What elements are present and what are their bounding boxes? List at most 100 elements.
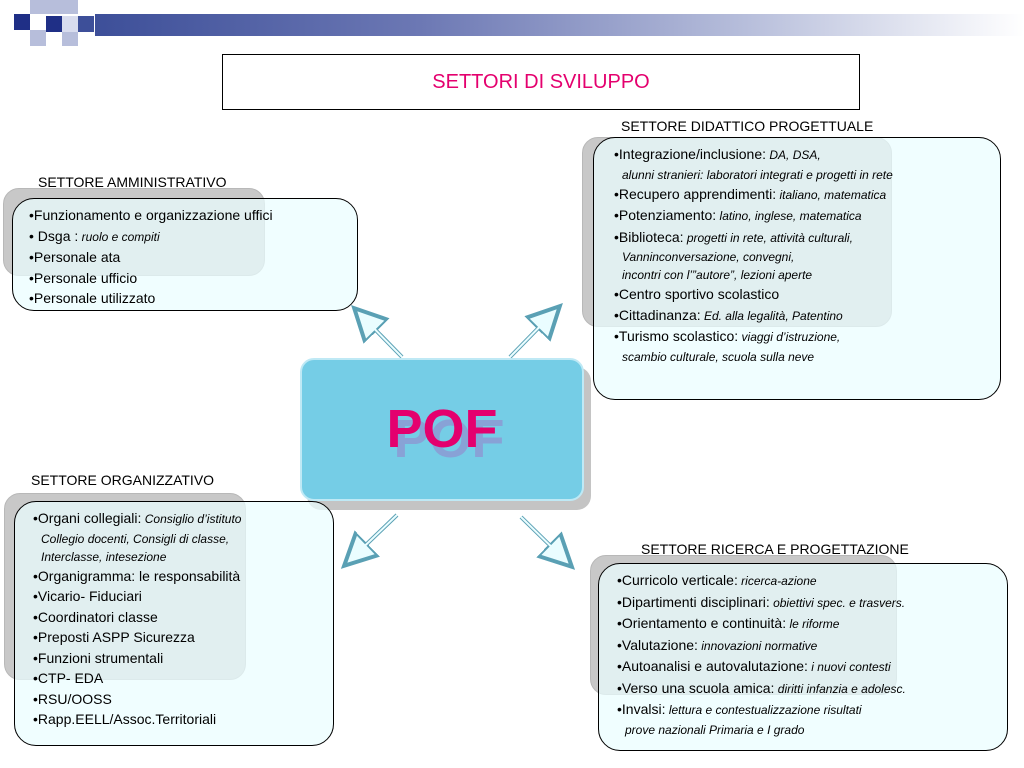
list-item: •Organi collegiali: Consiglio d’istituto <box>33 508 333 530</box>
list-item: •Curricolo verticale: ricerca-azione <box>617 570 1007 592</box>
deco-square <box>30 30 46 46</box>
heading-organizzativo: SETTORE ORGANIZZATIVO <box>31 472 215 488</box>
list-item: •Personale ata <box>29 247 357 268</box>
list-item-main: RSU/OOSS <box>37 690 112 707</box>
bullet-icon: • <box>617 615 622 631</box>
list-item-main: Verso una scuola amica: <box>621 679 775 696</box>
deco-square <box>62 16 78 32</box>
list-organizzativo: •Organi collegiali: Consiglio d’istituto… <box>33 508 333 730</box>
box-ricerca: •Curricolo verticale: ricerca-azione•Dip… <box>598 563 1008 751</box>
list-item-main: Valutazione: <box>621 636 698 653</box>
list-item-main: Cittadinanza: <box>618 306 701 323</box>
list-item-main: Vicario- Fiduciari <box>37 588 142 604</box>
list-item: incontri con l’”autore”, lezioni aperte <box>614 266 1000 284</box>
list-item: •Biblioteca: progetti in rete, attività … <box>614 227 1000 249</box>
list-item-main: Integrazione/inclusione: <box>618 146 767 162</box>
list-item: •Personale ufficio <box>29 268 357 289</box>
list-item: scambio culturale, scuola sulla neve <box>614 348 1000 366</box>
list-item-detail: lettura e contestualizzazione risultati <box>665 703 862 717</box>
list-item-main: Potenziamento: <box>618 207 717 223</box>
box-didattico: •Integrazione/inclusione: DA, DSA,alunni… <box>593 137 1001 400</box>
deco-square <box>78 16 94 32</box>
list-item: •Funzioni strumentali <box>33 648 333 669</box>
list-item-main: Orientamento e continuità: <box>621 615 787 631</box>
list-item-main: Rapp.EELL/Assoc.Territoriali <box>37 711 217 727</box>
bullet-icon: • <box>614 228 619 245</box>
list-item-main: Organi collegiali: <box>37 510 142 526</box>
list-item-main: Autoanalisi e autovalutazione: <box>621 658 808 674</box>
list-item: •Coordinatori classe <box>33 607 333 628</box>
deco-square <box>46 0 62 14</box>
list-amministrativo: •Funzionamento e organizzazione uffici• … <box>29 205 357 309</box>
pof-label-shadow: POF <box>393 409 505 469</box>
list-item: •Preposti ASPP Sicurezza <box>33 627 333 648</box>
list-item: •Turismo scolastico: viaggi d’istruzione… <box>614 326 1000 348</box>
list-item-detail: DA, DSA, <box>766 148 821 162</box>
bullet-icon: • <box>614 185 619 202</box>
bullet-icon: • <box>33 510 38 526</box>
bullet-icon: • <box>33 567 38 584</box>
bullet-icon: • <box>33 690 38 707</box>
pof-label: POF <box>386 399 498 459</box>
list-item: •Verso una scuola amica: diritti infanzi… <box>617 678 1007 700</box>
list-item-main: Funzionamento e organizzazione uffici <box>33 207 273 223</box>
list-item: •Integrazione/inclusione: DA, DSA, <box>614 144 1000 166</box>
box-organizzativo: •Organi collegiali: Consiglio d’istituto… <box>14 501 334 746</box>
bullet-icon: • <box>617 593 622 610</box>
list-item-detail: innovazioni normative <box>697 638 818 653</box>
list-item-main: Organigramma: le responsabilità <box>37 567 241 584</box>
list-item: •Potenziamento: latino, inglese, matemat… <box>614 205 1000 227</box>
bullet-icon: • <box>617 679 622 696</box>
heading-ricerca: SETTORE RICERCA E PROGETTAZIONE <box>641 541 909 557</box>
bullet-icon: • <box>617 658 622 674</box>
list-item-detail: italiano, matematica <box>776 187 887 202</box>
bullet-icon: • <box>617 636 622 653</box>
list-item-main: Recupero apprendimenti: <box>618 185 777 202</box>
bullet-icon: • <box>614 328 619 344</box>
bullet-icon: • <box>29 227 34 244</box>
deco-square <box>46 16 62 32</box>
list-item-continuation: Collegio docenti, Consigli di classe, <box>41 531 230 546</box>
bullet-icon: • <box>614 146 619 162</box>
list-item: Collegio docenti, Consigli di classe, <box>33 530 333 548</box>
list-didattico: •Integrazione/inclusione: DA, DSA,alunni… <box>614 144 1000 366</box>
list-item-continuation: scambio culturale, scuola sulla neve <box>622 349 815 364</box>
list-item-detail: ricerca-azione <box>737 574 817 588</box>
list-ricerca: •Curricolo verticale: ricerca-azione•Dip… <box>617 570 1007 739</box>
pof-box: POF POF <box>300 358 584 501</box>
list-item-detail: diritti infanzia e adolesc. <box>774 681 906 696</box>
list-item-detail: Ed. alla legalità, Patentino <box>700 308 843 323</box>
list-item-continuation: prove nazionali Primaria e I grado <box>625 722 805 737</box>
title-box: SETTORI DI SVILUPPO <box>222 54 860 110</box>
bullet-icon: • <box>614 286 619 302</box>
list-item-main: Turismo scolastico: <box>618 328 739 344</box>
bullet-icon: • <box>33 649 38 666</box>
bullet-icon: • <box>29 249 34 265</box>
list-item: •Personale utilizzato <box>29 288 357 309</box>
list-item-detail: progetti in rete, attività culturali, <box>683 230 853 245</box>
list-item-main: Invalsi: <box>621 701 666 717</box>
list-item-detail: ruolo e compiti <box>78 229 160 244</box>
header-decoration <box>0 0 1024 48</box>
list-item-main: Centro sportivo scolastico <box>618 286 780 302</box>
bullet-icon: • <box>33 670 38 686</box>
list-item: •Rapp.EELL/Assoc.Territoriali <box>33 709 333 730</box>
list-item-main: Dipartimenti disciplinari: <box>621 593 770 610</box>
list-item: prove nazionali Primaria e I grado <box>617 721 1007 739</box>
list-item-main: Coordinatori classe <box>37 608 158 625</box>
list-item-main: Funzioni strumentali <box>37 649 164 666</box>
list-item-detail: latino, inglese, matematica <box>716 209 862 223</box>
list-item-detail: viaggi d’istruzione, <box>738 330 841 344</box>
list-item-main: Personale utilizzato <box>33 290 156 306</box>
list-item: Interclasse, intesezione <box>33 548 333 566</box>
list-item: •Dipartimenti disciplinari: obiettivi sp… <box>617 592 1007 614</box>
deco-square <box>14 14 30 30</box>
list-item-detail: obiettivi spec. e trasvers. <box>769 595 906 610</box>
bullet-icon: • <box>29 269 34 286</box>
bullet-icon: • <box>33 608 38 625</box>
page-title: SETTORI DI SVILUPPO <box>432 70 650 93</box>
list-item: •Invalsi: lettura e contestualizzazione … <box>617 699 1007 721</box>
list-item-continuation: Interclasse, intesezione <box>41 549 167 564</box>
list-item-continuation: incontri con l’”autore”, lezioni aperte <box>622 268 813 282</box>
